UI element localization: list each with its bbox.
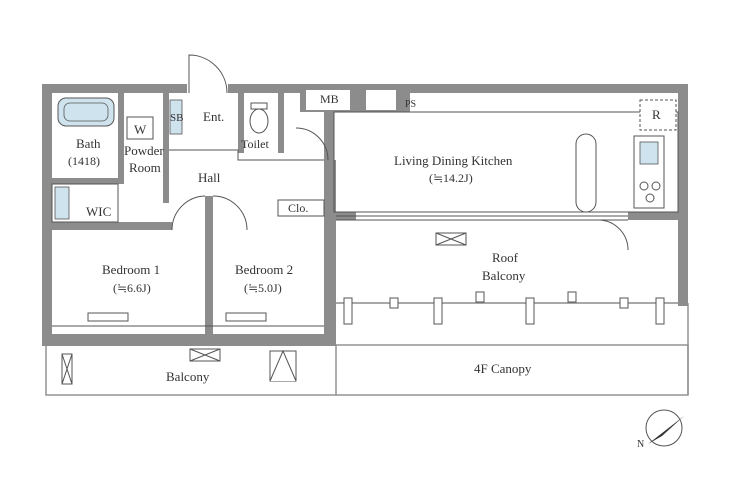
exterior-outline	[45, 302, 689, 396]
ldk-door-swing	[295, 127, 329, 161]
bedroom1-size-label: (≒6.6J)	[113, 281, 151, 295]
bedroom2-door-swing	[212, 195, 248, 231]
closet-label: Clo.	[288, 201, 308, 215]
hatches	[61, 232, 467, 385]
wall-above-bedroom1	[52, 222, 172, 230]
shoe-box-label: SB	[170, 112, 183, 124]
interior-lines	[51, 111, 679, 327]
bathtub-inner	[63, 102, 109, 122]
washer-label: W	[134, 122, 147, 137]
wall-toilet-east	[278, 93, 284, 153]
canopy-label: 4F Canopy	[474, 361, 532, 376]
bath-size-label: (1418)	[68, 154, 100, 168]
hall-outline	[169, 149, 324, 161]
ldk-size-label: (≒14.2J)	[429, 171, 473, 185]
meter-box-label: MB	[320, 92, 339, 106]
roof-balcony-label-2: Balcony	[482, 268, 526, 283]
ps-shaft-interior	[366, 90, 396, 110]
bedroom2-label: Bedroom 2	[235, 262, 293, 277]
wic-shelf-icon	[54, 186, 70, 220]
wall-ldk-south-2	[628, 212, 688, 220]
compass-label: N	[637, 439, 644, 450]
bedroom1-door-swing	[171, 195, 206, 231]
compass-needle	[648, 416, 684, 444]
wall-bedroom-divider	[205, 196, 213, 336]
wall-ldk-west	[324, 112, 334, 162]
stove-burner-icon	[651, 181, 661, 191]
balcony-label: Balcony	[166, 369, 210, 384]
roof-posts	[343, 291, 665, 325]
wall-left	[42, 84, 52, 346]
wall-top-right	[228, 84, 688, 93]
powder-room-label-2: Room	[129, 160, 161, 175]
ldk-outline	[333, 111, 679, 213]
balcony-canopy-outline	[45, 344, 689, 396]
wall-toilet-west	[238, 93, 244, 153]
refrigerator-icon	[639, 99, 677, 131]
bedroom2-size-label: (≒5.0J)	[244, 281, 282, 295]
labels: Bath (1418) Powder Room W SB Ent. Toilet…	[68, 92, 661, 384]
washer-icon	[126, 116, 154, 140]
wic-outline	[51, 183, 119, 223]
toilet-icon	[249, 108, 269, 134]
stove-burner-icon	[645, 193, 655, 203]
aircon-icon	[87, 312, 129, 322]
kitchen-sink-icon	[639, 141, 659, 165]
aircon-icon	[225, 312, 267, 322]
fixtures	[54, 97, 677, 322]
ldk-column-icon	[575, 133, 597, 213]
bath-label: Bath	[76, 136, 101, 151]
wall-bottom-bedrooms	[42, 334, 336, 346]
mb-interior	[306, 90, 350, 110]
wall-right	[678, 84, 688, 306]
wic-label: WIC	[86, 204, 111, 219]
ldk-label: Living Dining Kitchen	[394, 153, 513, 168]
entrance-door-swing	[188, 54, 228, 94]
toilet-label: Toilet	[241, 137, 269, 151]
shoe-box-icon	[169, 99, 183, 135]
closet-outline	[277, 199, 325, 217]
refrigerator-label: R	[652, 107, 661, 122]
bathtub-icon	[57, 97, 115, 127]
wall-bath-south	[52, 178, 124, 184]
wall-bedroom2-east	[324, 160, 336, 346]
wall-top-left	[42, 84, 187, 93]
pipe-space-label: PS	[405, 99, 416, 110]
powder-room-label: Powder	[124, 143, 164, 158]
bedroom1-label: Bedroom 1	[102, 262, 160, 277]
compass-ring	[645, 409, 683, 447]
toilet-tank-icon	[250, 102, 268, 110]
entrance-label: Ent.	[203, 109, 224, 124]
stove-burner-icon	[639, 181, 649, 191]
wall-powder-east	[163, 93, 169, 203]
wall-bath-east	[118, 93, 124, 183]
doors	[171, 54, 629, 251]
room-interiors	[306, 90, 396, 110]
north-arrow-icon: N	[637, 409, 684, 450]
hall-label: Hall	[198, 170, 221, 185]
balcony-door-swing	[599, 219, 629, 251]
roof-balcony-label: Roof	[492, 250, 519, 265]
